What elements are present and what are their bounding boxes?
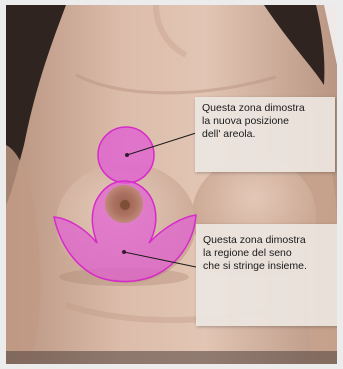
callout-breast-region: Questa zona dimostra la regione del seno… bbox=[196, 224, 337, 326]
bottom-strip bbox=[6, 351, 337, 364]
nipple bbox=[120, 200, 130, 210]
illustration-frame: Questa zona dimostra la nuova posizione … bbox=[6, 5, 337, 364]
callout-new-areola-position: Questa zona dimostra la nuova posizione … bbox=[195, 97, 335, 172]
